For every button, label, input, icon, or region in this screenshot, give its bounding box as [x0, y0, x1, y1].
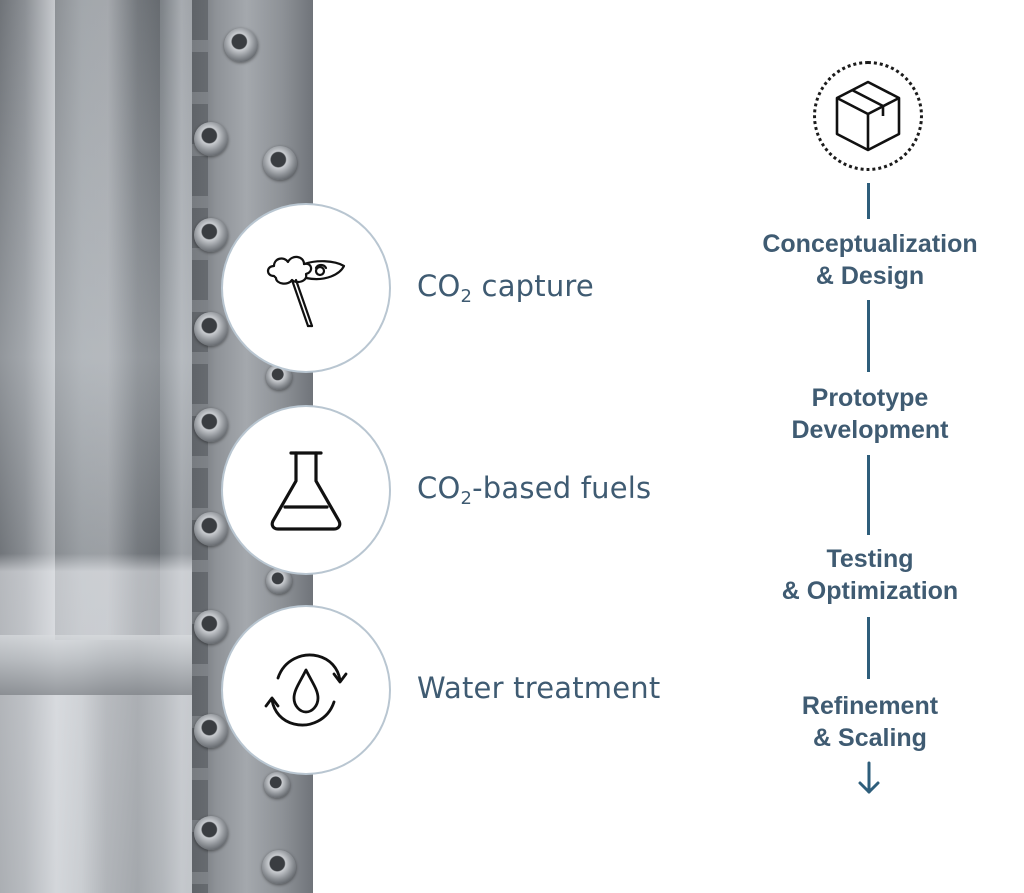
feature-label: CO2-based fuels	[417, 471, 652, 509]
step-subtitle: & Scaling	[813, 724, 927, 752]
bolt	[194, 816, 228, 850]
step-subtitle: Development	[791, 416, 949, 444]
feature-icon-circle	[221, 203, 391, 373]
step-title: Prototype	[811, 384, 929, 412]
bolt	[194, 512, 228, 546]
flask-icon	[270, 451, 342, 531]
water-cycle-icon	[264, 653, 348, 727]
bolt	[194, 312, 228, 346]
bolt	[194, 408, 228, 442]
box-icon-circle	[813, 61, 923, 171]
bolt	[194, 714, 228, 748]
step-title: Testing	[826, 545, 914, 573]
timeline-connector	[867, 183, 870, 219]
feature-label: Water treatment	[417, 671, 661, 705]
bolt	[194, 122, 228, 156]
net-catching-cloud-icon	[266, 255, 346, 328]
process-step: Prototype Development	[720, 382, 1020, 446]
timeline-connector	[867, 300, 870, 372]
step-subtitle: & Design	[815, 262, 925, 290]
feature-label: CO2 capture	[417, 269, 594, 307]
feature-water-treatment: Water treatment	[221, 605, 821, 777]
timeline-connector	[867, 617, 870, 679]
arrow-down-icon	[858, 761, 880, 794]
bolt	[194, 610, 228, 644]
step-title: Refinement	[801, 692, 939, 720]
process-timeline: Conceptualization & Design Prototype Dev…	[720, 0, 1020, 893]
feature-co2-fuels: CO2-based fuels	[221, 405, 821, 577]
step-title: Conceptualization	[762, 230, 978, 258]
feature-icon-circle	[221, 605, 391, 775]
bolt	[263, 146, 297, 180]
bolt	[262, 850, 296, 884]
bolt	[224, 28, 258, 62]
feature-co2-capture: CO2 capture	[221, 203, 821, 375]
process-step: Conceptualization & Design	[720, 228, 1020, 292]
timeline-connector	[867, 455, 870, 535]
bolt	[194, 218, 228, 252]
step-subtitle: & Optimization	[781, 577, 959, 605]
feature-icon-circle	[221, 405, 391, 575]
box-icon	[835, 80, 901, 152]
photo-band	[0, 635, 200, 695]
photo-haze	[0, 0, 200, 893]
process-step: Refinement & Scaling	[720, 690, 1020, 754]
bolt	[264, 772, 290, 798]
process-step: Testing & Optimization	[720, 543, 1020, 607]
